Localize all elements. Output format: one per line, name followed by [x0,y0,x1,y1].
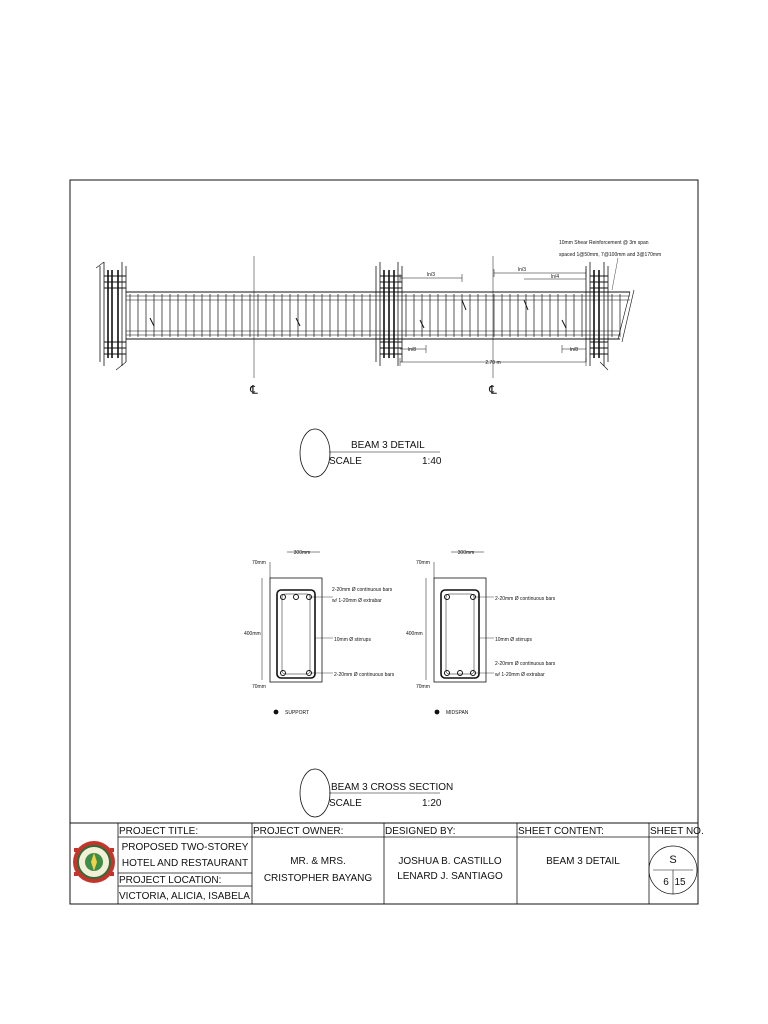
dim-ln3-right: ln/3 [518,267,526,273]
support-height-dim: 400mm [244,631,261,637]
sheet-content-label: SHEET CONTENT: [518,826,604,837]
sheet-number: 6 [663,877,669,888]
support-section: 300mm 70mm 400mm 70mm 2-20mm Ø continuou… [244,550,395,716]
cross-section-scale-label: SCALE [329,798,362,809]
project-location: VICTORIA, ALICIA, ISABELA [119,891,250,902]
project-owner-line1: MR. & MRS. [290,856,346,867]
midspan-stirrups: 10mm Ø stirrups [495,637,532,643]
midspan-height-dim: 400mm [406,631,423,637]
centerline-left-symbol: ℄ [249,383,258,397]
cross-section-scale-value: 1:20 [422,798,442,809]
beam-detail-title-block: BEAM 3 DETAIL SCALE 1:40 [299,428,442,478]
midspan-cover-bottom: 70mm [416,684,430,690]
beam-body [126,289,635,343]
support-label: SUPPORT [285,710,309,716]
dim-span: 2.70 m [485,360,500,366]
support-top-extrabar: w/ 1-20mm Ø extrabar [332,598,382,604]
sheet-total: 15 [674,877,686,888]
dim-ln8-right: ln/8 [570,347,578,353]
support-cover-top: 70mm [252,560,266,566]
midspan-section: 300mm 70mm 400mm 70mm 2-20mm Ø continuou… [406,550,556,716]
midspan-top-bars: 2-20mm Ø continuous bars [495,596,556,602]
centerlines: ℄ ℄ [249,256,497,397]
shear-note-line1: 10mm Shear Reinforcement @ 3m span [559,240,649,246]
midspan-bottom-extrabar: w/ 1-20mm Ø extrabar [495,672,545,678]
shear-note: 10mm Shear Reinforcement @ 3m span space… [559,240,661,291]
bar-hooks [149,299,567,329]
beam-detail-title: BEAM 3 DETAIL [351,440,425,451]
title-block: PROJECT TITLE: PROPOSED TWO-STOREY HOTEL… [70,822,704,904]
shear-note-line2: spaced 1@50mm, 7@100mm and 3@170mm [559,252,661,258]
project-title-line1: PROPOSED TWO-STOREY [122,842,249,853]
project-owner-label: PROJECT OWNER: [253,826,343,837]
support-bottom-bars: 2-20mm Ø continuous bars [334,672,395,678]
dim-ln3-left: ln/3 [427,272,435,278]
dim-ln4: ln/4 [551,274,559,280]
sheet-letter: S [669,854,676,866]
sheet-no-label: SHEET NO. [650,826,704,837]
support-width-dim: 300mm [294,550,311,556]
midspan-width-dim: 300mm [458,550,475,556]
support-stirrups: 10mm Ø stirrups [334,637,371,643]
dim-ln8-left: ln/8 [408,347,416,353]
designer-2: LENARD J. SANTIAGO [397,871,503,882]
project-location-label: PROJECT LOCATION: [119,875,221,886]
midspan-cover-top: 70mm [416,560,430,566]
beam-elevation: ℄ ℄ ln/3 ln/3 ln/4 ln/8 ln/8 2.70 m [95,240,661,397]
left-column [95,261,127,371]
stirrups [129,294,621,337]
project-title-label: PROJECT TITLE: [119,826,198,837]
midspan-label: MIDSPAN [446,710,469,716]
designer-1: JOSHUA B. CASTILLO [398,856,502,867]
support-top-bars: 2-20mm Ø continuous bars [332,587,393,593]
centerline-right-symbol: ℄ [488,383,497,397]
designed-by-label: DESIGNED BY: [385,826,456,837]
sheet-content: BEAM 3 DETAIL [546,856,620,867]
cross-section-title-block: BEAM 3 CROSS SECTION SCALE 1:20 [299,768,453,818]
beam-detail-scale-label: SCALE [329,456,362,467]
beam-detail-scale-value: 1:40 [422,456,442,467]
beam-dimensions: ln/3 ln/3 ln/4 ln/8 ln/8 2.70 m [399,267,587,366]
project-owner-line2: CRISTOPHER BAYANG [264,873,373,884]
right-column [585,262,609,371]
support-cover-bottom: 70mm [252,684,266,690]
cross-section-title: BEAM 3 CROSS SECTION [331,782,453,793]
midspan-bottom-bars: 2-20mm Ø continuous bars [495,661,556,667]
middle-column [375,262,403,366]
school-seal-logo [73,841,115,883]
project-title-line2: HOTEL AND RESTAURANT [122,858,248,869]
